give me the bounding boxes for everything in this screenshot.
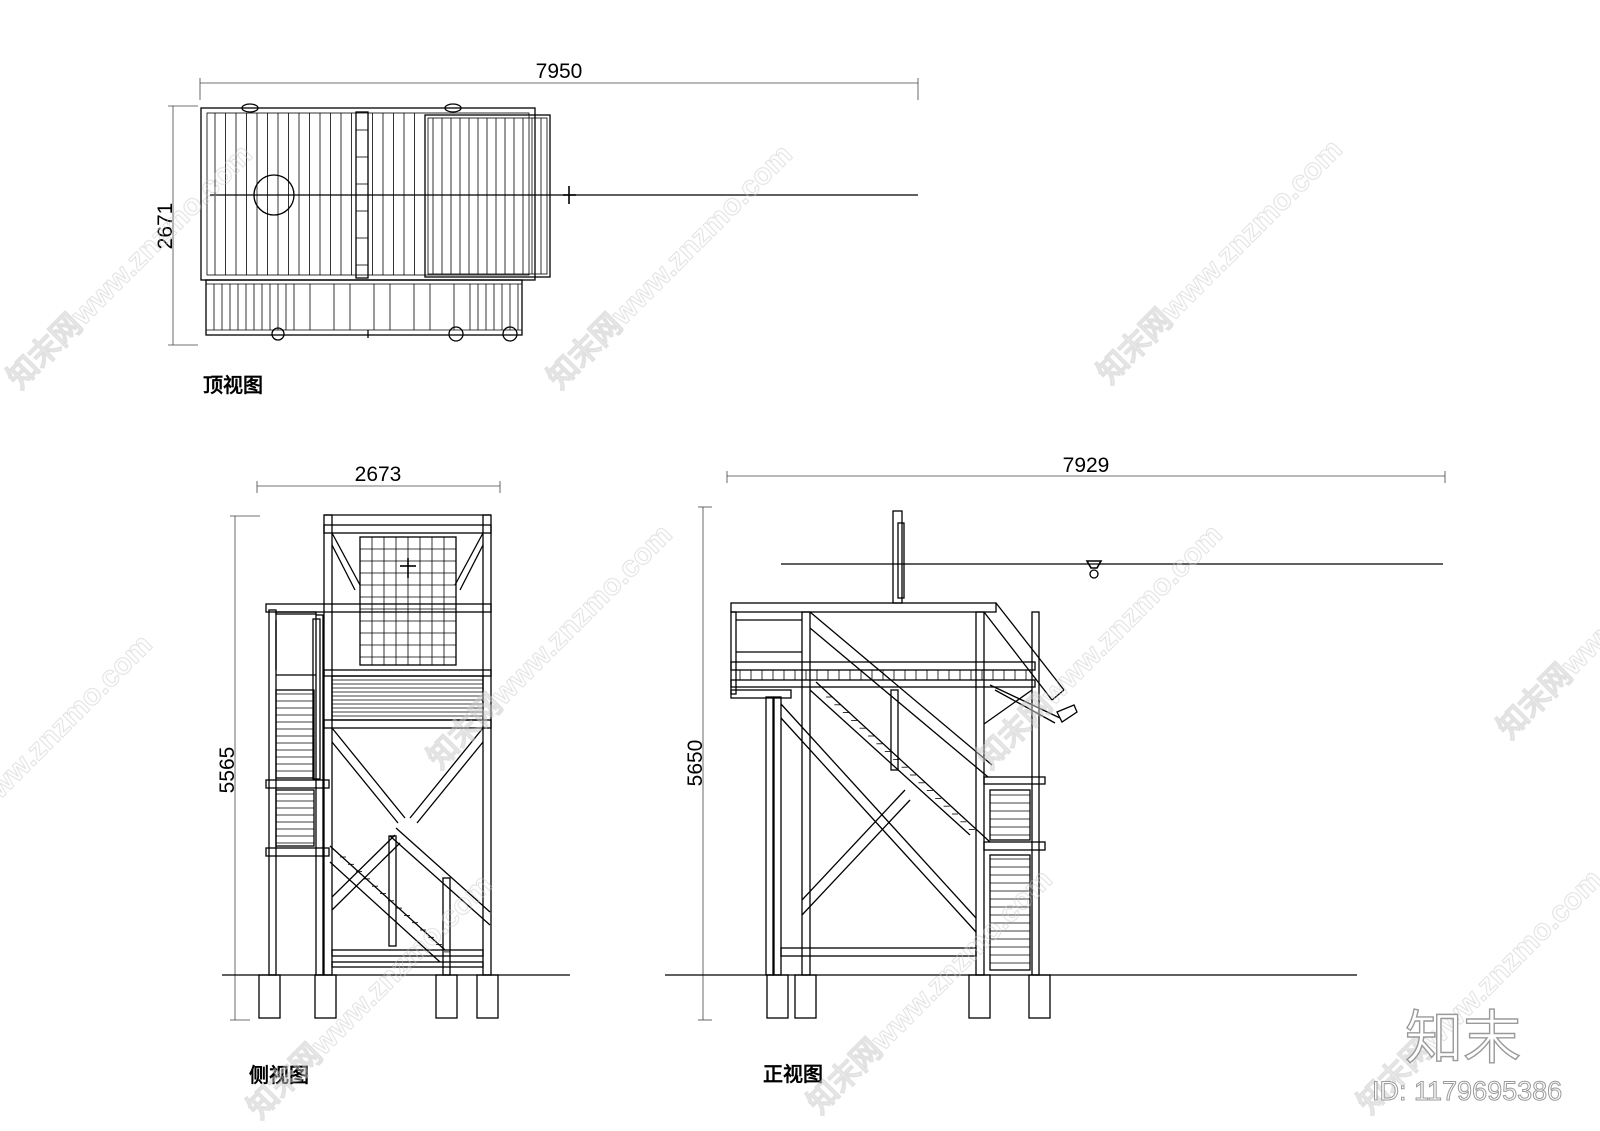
side-view: 2673 5565: [216, 463, 570, 1087]
top-view-roof-planks: [214, 113, 542, 275]
side-view-height-label: 5565: [216, 747, 239, 794]
watermark-text-2: 知末网www.znzmo.com: [542, 138, 799, 395]
image-id-label: ID: 1179695386: [1372, 1076, 1562, 1106]
watermark-text-5: 知末网www.znzmo.com: [422, 518, 679, 775]
top-view-post-caps: [241, 103, 518, 342]
watermark-text-8: 知末网www.znzmo.com: [802, 863, 1059, 1120]
watermark-text-1: 知末网www.znzmo.com: [2, 138, 259, 395]
top-view-pulley-mark: [563, 186, 576, 204]
front-view-caption: 正视图: [763, 1062, 823, 1086]
side-view-height-dimension: 5565: [216, 515, 260, 1021]
brand-logo: 知末: [1405, 1004, 1521, 1072]
top-view-extended-deck: [424, 114, 551, 278]
front-view-left-railing: [730, 611, 802, 695]
side-view-width-dimension: 2673: [256, 463, 501, 493]
side-view-deck: [323, 669, 492, 729]
front-view-roof-slope: [983, 602, 1078, 724]
side-view-net-pulley: [400, 558, 416, 578]
side-view-width-label: 2673: [355, 463, 402, 486]
watermark-text-4: 知末网www.znzmo.com: [0, 628, 159, 885]
side-view-caption: 侧视图: [249, 1063, 309, 1087]
top-view-caption: 顶视图: [203, 373, 263, 397]
front-view: 7929 5650: [665, 454, 1446, 1086]
front-view-width-label: 7929: [1063, 454, 1110, 477]
front-view-main-stair: [809, 611, 993, 843]
front-view-right-ladder: [983, 776, 1046, 971]
front-view-height-label: 5650: [684, 740, 707, 787]
front-view-x-bracing: [780, 689, 1033, 933]
watermarks: 知末网www.znzmo.com 知末网www.znzmo.com 知末网www…: [0, 132, 1600, 1125]
front-view-trolley: [1085, 560, 1103, 579]
top-view-depth-dimension: 2671: [154, 105, 198, 346]
top-view-width-label: 7950: [536, 60, 583, 83]
watermark-text-3: 知末网www.znzmo.com: [1092, 133, 1349, 390]
front-view-bottom-rail: [780, 947, 977, 957]
top-view: 7950 2671: [154, 60, 919, 397]
front-view-width-dimension: 7929: [726, 454, 1446, 483]
top-view-width-dimension: 7950: [199, 60, 919, 100]
front-view-height-dimension: 5650: [684, 506, 712, 1021]
side-view-stair: [329, 827, 491, 976]
top-view-depth-label: 2671: [154, 203, 177, 250]
side-view-gable-braces: [331, 532, 484, 591]
top-view-lower-platform: [205, 279, 523, 336]
side-view-side-ladder: [265, 611, 330, 857]
front-view-posts: [730, 602, 1040, 976]
watermark-text-10: 知末网www.znzmo.com: [1492, 488, 1600, 745]
